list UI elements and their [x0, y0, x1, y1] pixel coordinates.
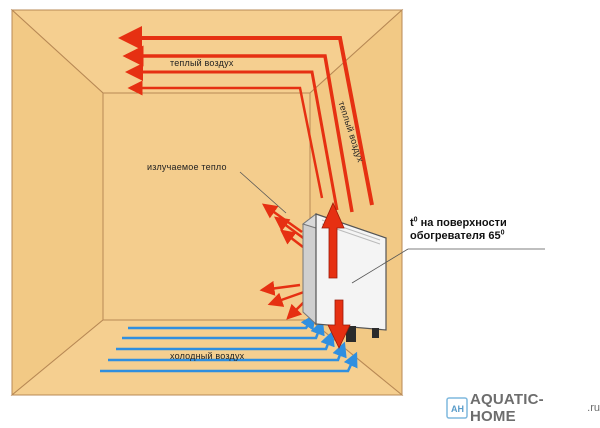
heater: [301, 212, 388, 342]
logo-frame: [446, 397, 468, 419]
logo-mark: AH: [446, 397, 468, 419]
warm-air-arrow: [122, 45, 354, 213]
heater-side-panel: [302, 212, 317, 326]
warm-air-arrow: [118, 26, 374, 206]
rising-warm-arrow: [321, 202, 345, 279]
cold-air-arrow: [122, 319, 325, 340]
heater-leg: [372, 328, 379, 338]
surface-temp-leader: [351, 248, 409, 284]
logo-name: AQUATIC-HOME: [470, 391, 544, 425]
radiant-heat-arrows: [259, 203, 309, 320]
cold-air-label: холодный воздух: [170, 351, 245, 361]
surface-temp-prefix: t: [410, 217, 414, 229]
radiant-heat-arrow: [267, 290, 305, 307]
logo-letters: AH: [451, 404, 464, 414]
surface-temp-text-2: обогревателя 65: [410, 230, 501, 242]
surface-temp-degree-mark: 0: [413, 216, 418, 224]
warm-air-arrow: [127, 80, 324, 199]
surface-temp-label: t0 на поверхности обогревателя 650: [410, 216, 507, 243]
cold-air-arrow: [108, 341, 347, 362]
falling-warm-arrow: [327, 299, 351, 349]
radiant-heat-arrow: [259, 280, 301, 296]
label-leaders: [239, 171, 545, 284]
cold-air-arrow: [100, 351, 358, 373]
surface-temp-degree-mark-2: 0: [500, 229, 505, 237]
surface-temp-text-1: на поверхности: [417, 217, 507, 229]
warm-air-arrow: [125, 63, 339, 211]
warm-air-flow: [118, 26, 374, 213]
surface-temp-line-2: обогревателя 650: [410, 229, 507, 243]
radiant-heat-label: излучаемое тепло: [147, 162, 227, 172]
radiant-heat-arrow: [280, 229, 304, 248]
radiant-heat-arrow: [273, 216, 307, 242]
surface-temp-line-1: t0 на поверхности: [410, 216, 507, 230]
radiant-heat-leader: [239, 171, 287, 214]
heater-convection: [321, 202, 351, 349]
heater-leg: [346, 326, 356, 342]
warm-air-top-label: теплый воздух: [170, 58, 234, 68]
cold-air-arrow: [116, 330, 335, 351]
logo-domain: .ru: [587, 402, 600, 414]
site-logo: AQUATIC-HOME .ru: [470, 391, 600, 425]
